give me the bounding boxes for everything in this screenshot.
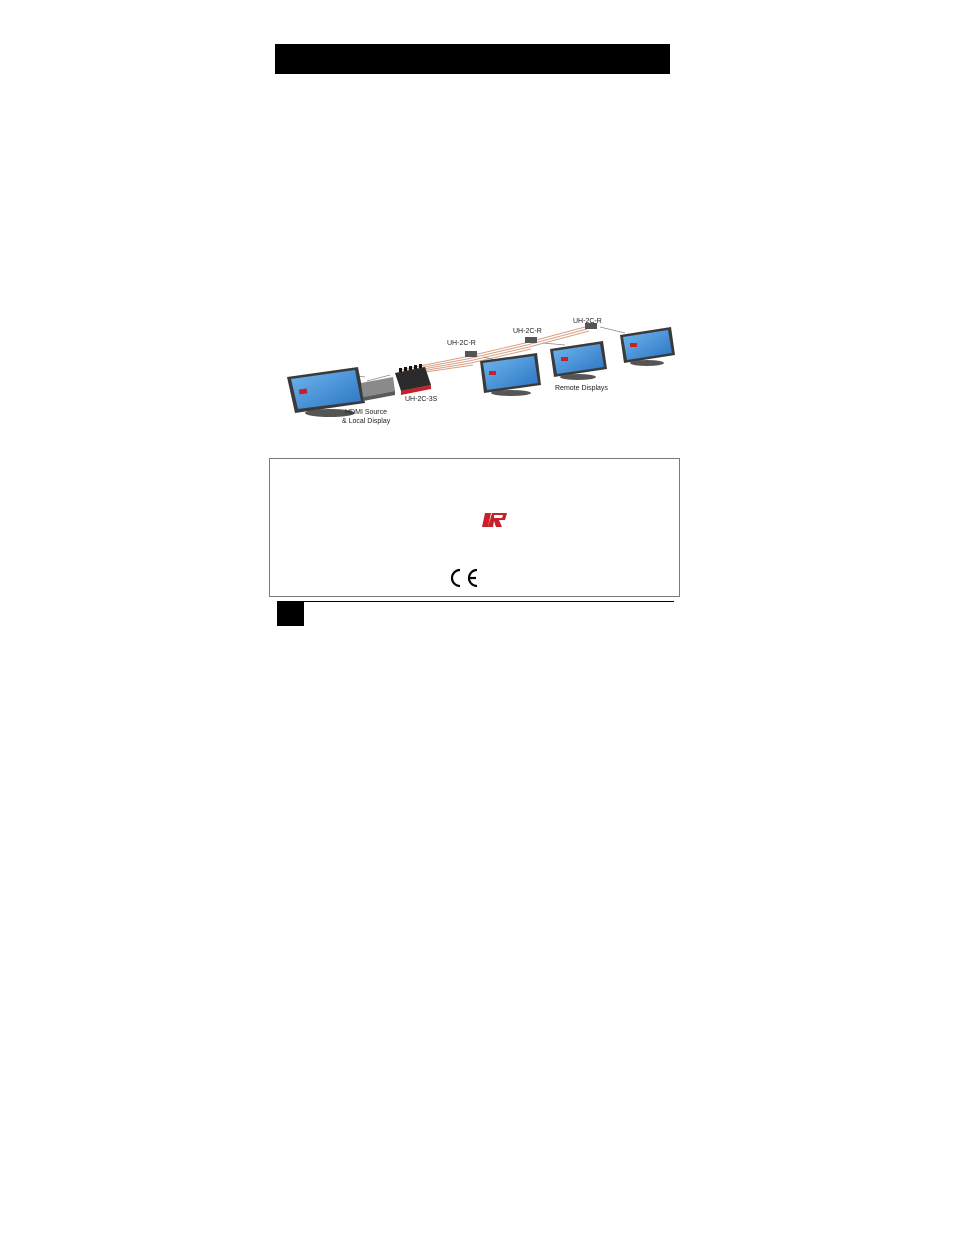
source-label-line1: HDMI Source — [345, 409, 387, 416]
receiver-label-1: UH-2C-R — [447, 340, 476, 347]
info-box — [269, 458, 680, 597]
sender-unit — [395, 364, 431, 395]
remote-display-2 — [550, 341, 607, 380]
footer-rule — [304, 601, 674, 602]
hr-logo-icon — [481, 511, 509, 529]
remote-displays-label: Remote Displays — [555, 385, 608, 392]
connection-diagram-svg: UH-2C-R UH-2C-R UH-2C-R UH-2C-3S HDMI So… — [287, 318, 675, 425]
remote-display-1 — [480, 353, 541, 396]
receiver-unit-3 — [585, 323, 597, 329]
page-number-box — [277, 601, 304, 626]
sender-label: UH-2C-3S — [405, 396, 438, 403]
connection-diagram: UH-2C-R UH-2C-R UH-2C-R UH-2C-3S HDMI So… — [275, 305, 695, 440]
cables — [399, 326, 590, 375]
source-label-line2: & Local Display — [342, 418, 391, 425]
hdmi-source-box — [361, 377, 395, 401]
remote-display-3 — [620, 327, 675, 366]
receiver-unit-2 — [525, 337, 537, 343]
local-display — [287, 367, 365, 417]
header-bar — [275, 44, 670, 74]
receiver-label-2: UH-2C-R — [513, 328, 542, 335]
ce-mark-icon — [446, 567, 480, 589]
receiver-label-3: UH-2C-R — [573, 318, 602, 325]
receiver-unit-1 — [465, 351, 477, 357]
